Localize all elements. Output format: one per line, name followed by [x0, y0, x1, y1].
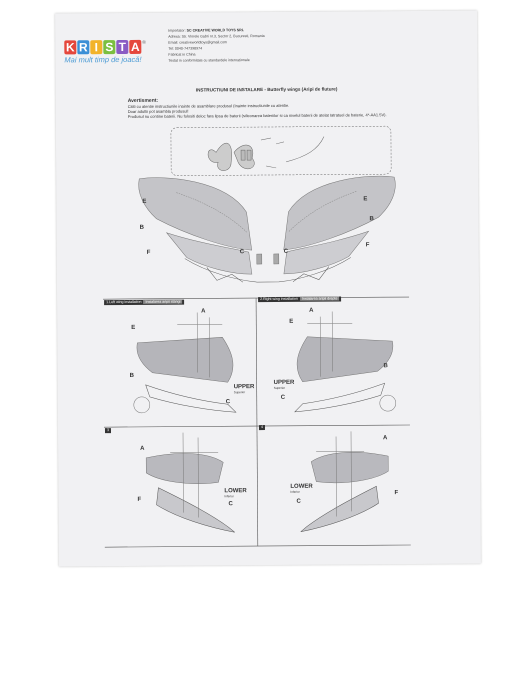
panel-3-drawing: [145, 432, 235, 533]
p1-label-E: E: [131, 324, 136, 331]
right-upper-wing: [283, 175, 396, 251]
upper-subtext: Superior: [233, 390, 246, 395]
panel-4-title: 4: [258, 425, 265, 431]
panel-2-drawing: [294, 311, 397, 413]
label-C-right: C: [283, 248, 289, 255]
butterfly-wings-overview: [138, 175, 396, 283]
label-B-left: B: [139, 224, 144, 231]
lower-subtext: Inferior: [290, 489, 300, 494]
wing-frame: [184, 257, 351, 283]
label-B-right: B: [369, 216, 374, 223]
p2-label-upper: UPPER Superior: [274, 380, 295, 390]
panel-3-title: 3: [104, 428, 112, 434]
panel-1-drawing: [133, 312, 237, 414]
assembly-drawing: [103, 125, 411, 548]
panel-1-title-text: 1.Left wing installation: [106, 299, 142, 305]
instruction-sheet: K R I S T A ® Mai mult timp de joacă! Im…: [55, 10, 481, 567]
upper-subtext: Superior: [273, 385, 286, 390]
label-E-right: E: [363, 196, 368, 203]
panel-1-subtitle: Instalarea aripii stangi: [143, 299, 183, 304]
p1-label-C: C: [225, 399, 231, 406]
p1-label-upper: UPPER Superior: [234, 384, 255, 394]
p3-label-A: A: [140, 445, 145, 452]
p2-label-E: E: [289, 318, 294, 325]
label-E-left: E: [142, 198, 147, 205]
left-lower-wing: [165, 232, 253, 275]
panel-2-subtitle: Instalarea aripii drepte: [299, 296, 340, 301]
p2-label-B: B: [383, 363, 388, 370]
panel-2-title-text: 2.Right wing installation: [260, 296, 298, 302]
p1-label-B: B: [129, 372, 134, 379]
label-F-left: F: [146, 249, 151, 256]
p2-label-A: A: [309, 307, 314, 314]
p4-label-C: C: [296, 498, 301, 505]
p2-label-C: C: [280, 394, 286, 401]
left-upper-wing: [138, 177, 253, 251]
label-C-left: C: [239, 249, 245, 256]
panel-4-drawing: [300, 431, 389, 533]
panel-grid: [103, 296, 411, 548]
lower-subtext: Inferior: [224, 494, 234, 499]
p4-label-A: A: [383, 435, 388, 442]
p3-label-lower: LOWER Inferior: [224, 488, 246, 498]
label-F-right: F: [365, 242, 370, 249]
p4-label-F: F: [394, 490, 399, 497]
parts-overview: [170, 125, 392, 176]
p3-label-C: C: [228, 501, 233, 508]
p4-label-lower: LOWER Inferior: [290, 484, 312, 494]
right-lower-wing: [283, 230, 370, 275]
p3-label-F: F: [137, 496, 142, 503]
p1-label-A: A: [201, 308, 206, 315]
